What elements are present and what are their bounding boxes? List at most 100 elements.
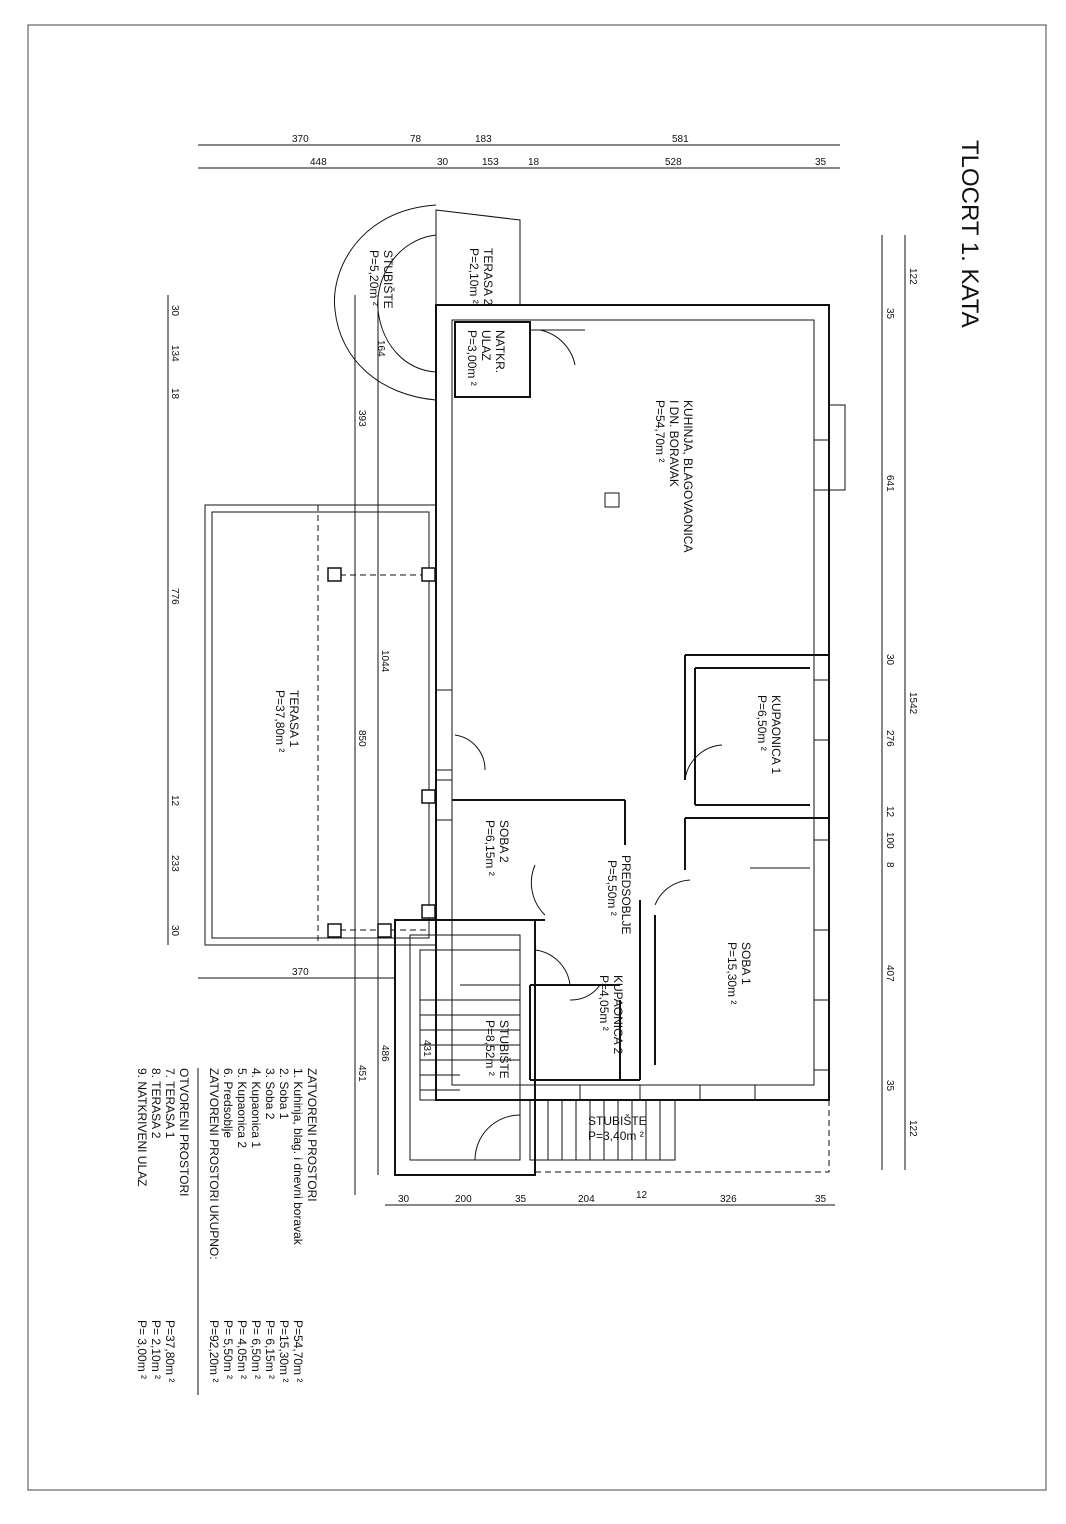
room-natkr-name: NATKR. <box>493 330 507 373</box>
legend-closed-area-3: P= 6,15m ² <box>263 1320 277 1379</box>
legend-closed-item-3: 3. Soba 2 <box>263 1068 277 1120</box>
legend-closed-item-1: 1. Kuhinja, blag. i dnevni boravak <box>291 1068 305 1246</box>
dim-top-outer-3: 183 <box>475 134 492 145</box>
dim-bottom-7: 35 <box>815 1194 827 1205</box>
dim-right-inner-2: 641 <box>884 475 895 492</box>
dim-left-outer-1: 30 <box>169 305 180 317</box>
sheet-frame <box>27 24 1047 1491</box>
dim-top-inner-3: 153 <box>482 157 499 168</box>
legend-total-area: P=92,20m ² <box>207 1320 221 1382</box>
legend-closed-area-1: P=54,70m ² <box>291 1320 305 1382</box>
dim-left-outer-2: 134 <box>169 345 180 362</box>
room-natkr-area: P=3,00m ² <box>465 330 479 386</box>
room-terasa1-area: P=37,80m ² <box>273 690 287 752</box>
legend-closed-item-4: 4. Kupaonica 1 <box>249 1068 263 1148</box>
room-kuhinja-name: KUHINJA, BLAGOVAONICA <box>681 400 695 552</box>
dim-left-outer-7: 30 <box>169 925 180 937</box>
chimney-square <box>604 492 620 508</box>
dim-right-inner-8: 407 <box>884 965 895 982</box>
room-kupaonica2-area: P=4,05m ² <box>597 975 611 1031</box>
dim-left-inner-2: 1044 <box>379 650 390 673</box>
dim-right-inner-9: 35 <box>884 1080 895 1092</box>
legend-closed-area-4: P= 6,50m ² <box>249 1320 263 1379</box>
interior-stair-treads <box>419 949 521 1101</box>
exterior-stair <box>529 1099 830 1173</box>
room-terasa1-name: TERASA 1 <box>287 690 301 748</box>
dim-bottom-1: 30 <box>398 1194 410 1205</box>
dim-top-inner-5: 528 <box>665 157 682 168</box>
legend-open-area-2: P= 2,10m ² <box>149 1320 163 1379</box>
legend-open-area-3: P= 3,00m ² <box>135 1320 149 1379</box>
dim-left-inner-3: 850 <box>356 730 367 747</box>
terasa-1-outline <box>204 504 437 946</box>
dim-right-inner-7: 8 <box>884 862 895 868</box>
room-terasa2-area: P=2,10m ² <box>467 248 481 304</box>
dim-bottom-2: 200 <box>455 1194 472 1205</box>
legend-total-label: ZATVORENI PROSTORI UKUPNO: <box>207 1068 221 1260</box>
legend-closed-item-6: 6. Predsoblje <box>221 1068 235 1138</box>
dim-left-outer-6: 233 <box>169 855 180 872</box>
area-legend: ZATVORENI PROSTORI 1. Kuhinja, blag. i d… <box>135 1068 319 1395</box>
room-kuhinja-area: P=54,70m ² <box>653 400 667 462</box>
dim-bottom-3: 35 <box>515 1194 527 1205</box>
legend-open-item-3: 9. NATKRIVENI ULAZ <box>135 1068 149 1186</box>
dim-left-inner-1: 393 <box>356 410 367 427</box>
legend-closed-area-2: P=15,30m ² <box>277 1320 291 1382</box>
dim-top-inner-2: 30 <box>437 157 449 168</box>
dim-top-outer-2: 78 <box>410 134 422 145</box>
dim-stair-length: 431 <box>421 1040 432 1057</box>
room-predsoblje-area: P=5,50m ² <box>605 860 619 916</box>
room-terasa2-name: TERASA 2 <box>481 248 495 306</box>
legend-open-area-1: P=37,80m ² <box>163 1320 177 1382</box>
dim-bottom-5: 12 <box>636 1190 648 1201</box>
room-soba1-area: P=15,30m ² <box>725 942 739 1004</box>
dim-left-inner-5: 451 <box>356 1065 367 1082</box>
dim-top-inner-6: 35 <box>815 157 827 168</box>
dimension-texts: 370 78 183 581 448 30 153 18 528 35 122 … <box>169 134 918 1205</box>
dim-right-inner-6: 100 <box>884 832 895 849</box>
dim-right-inner-3: 30 <box>884 654 895 666</box>
dim-left-outer-3: 18 <box>169 388 180 400</box>
dim-left-outer-4: 776 <box>169 588 180 605</box>
dim-right-outer-1: 122 <box>907 268 918 285</box>
room-soba1-name: SOBA 1 <box>739 942 753 985</box>
dim-left-inner-4: 486 <box>379 1045 390 1062</box>
room-soba2-area: P=6,15m ² <box>483 820 497 876</box>
room-stubiste-in-area: P=8,52m ² <box>483 1020 497 1076</box>
legend-closed-item-2: 2. Soba 1 <box>277 1068 291 1120</box>
dim-right-outer-2: 1542 <box>907 692 918 715</box>
room-stubiste-in-name: STUBIŠTE <box>497 1020 512 1079</box>
dim-terasa-width: 370 <box>292 967 309 978</box>
building-walls <box>333 204 846 1176</box>
dim-spiral: 164 <box>375 340 386 357</box>
dim-right-outer-3: 122 <box>907 1120 918 1137</box>
dim-top-inner-1: 448 <box>310 157 327 168</box>
dim-top-outer-4: 581 <box>672 134 689 145</box>
legend-closed-item-5: 5. Kupaonica 2 <box>235 1068 249 1148</box>
room-kupaonica1-name: KUPAONICA 1 <box>769 695 783 774</box>
room-soba2-name: SOBA 2 <box>497 820 511 863</box>
legend-open-item-1: 7. TERASA 1 <box>163 1068 177 1139</box>
dim-right-inner-4: 276 <box>884 730 895 747</box>
dim-top-outer-1: 370 <box>292 134 309 145</box>
dimension-lines <box>167 144 906 1206</box>
room-stubiste-out-name: STUBIŠTE <box>588 1113 647 1128</box>
dim-bottom-6: 326 <box>720 1194 737 1205</box>
dim-bottom-4: 204 <box>578 1194 595 1205</box>
room-labels: KUHINJA, BLAGOVAONICA I DN. BORAVAK P=54… <box>273 248 783 1143</box>
room-kupaonica2-name: KUPAONICA 2 <box>611 975 625 1054</box>
room-kuhinja-name-2: I DN. BORAVAK <box>667 400 681 487</box>
dim-left-outer-5: 12 <box>169 795 180 807</box>
room-stubiste-spiral-area: P=5,20m ² <box>367 250 381 306</box>
room-stubiste-spiral-name: STUBIŠTE <box>381 250 396 309</box>
legend-open-item-2: 8. TERASA 2 <box>149 1068 163 1139</box>
dim-top-inner-4: 18 <box>528 157 540 168</box>
legend-open-header: OTVORENI PROSTORI <box>177 1068 191 1196</box>
room-kupaonica1-area: P=6,50m ² <box>755 695 769 751</box>
room-natkr-name-2: ULAZ <box>479 330 493 361</box>
legend-closed-header: ZATVORENI PROSTORI <box>305 1068 319 1202</box>
legend-closed-area-5: P= 4,05m ² <box>235 1320 249 1379</box>
room-stubiste-out-area: P=3,40m ² <box>588 1129 644 1143</box>
dim-right-inner-5: 12 <box>884 806 895 818</box>
